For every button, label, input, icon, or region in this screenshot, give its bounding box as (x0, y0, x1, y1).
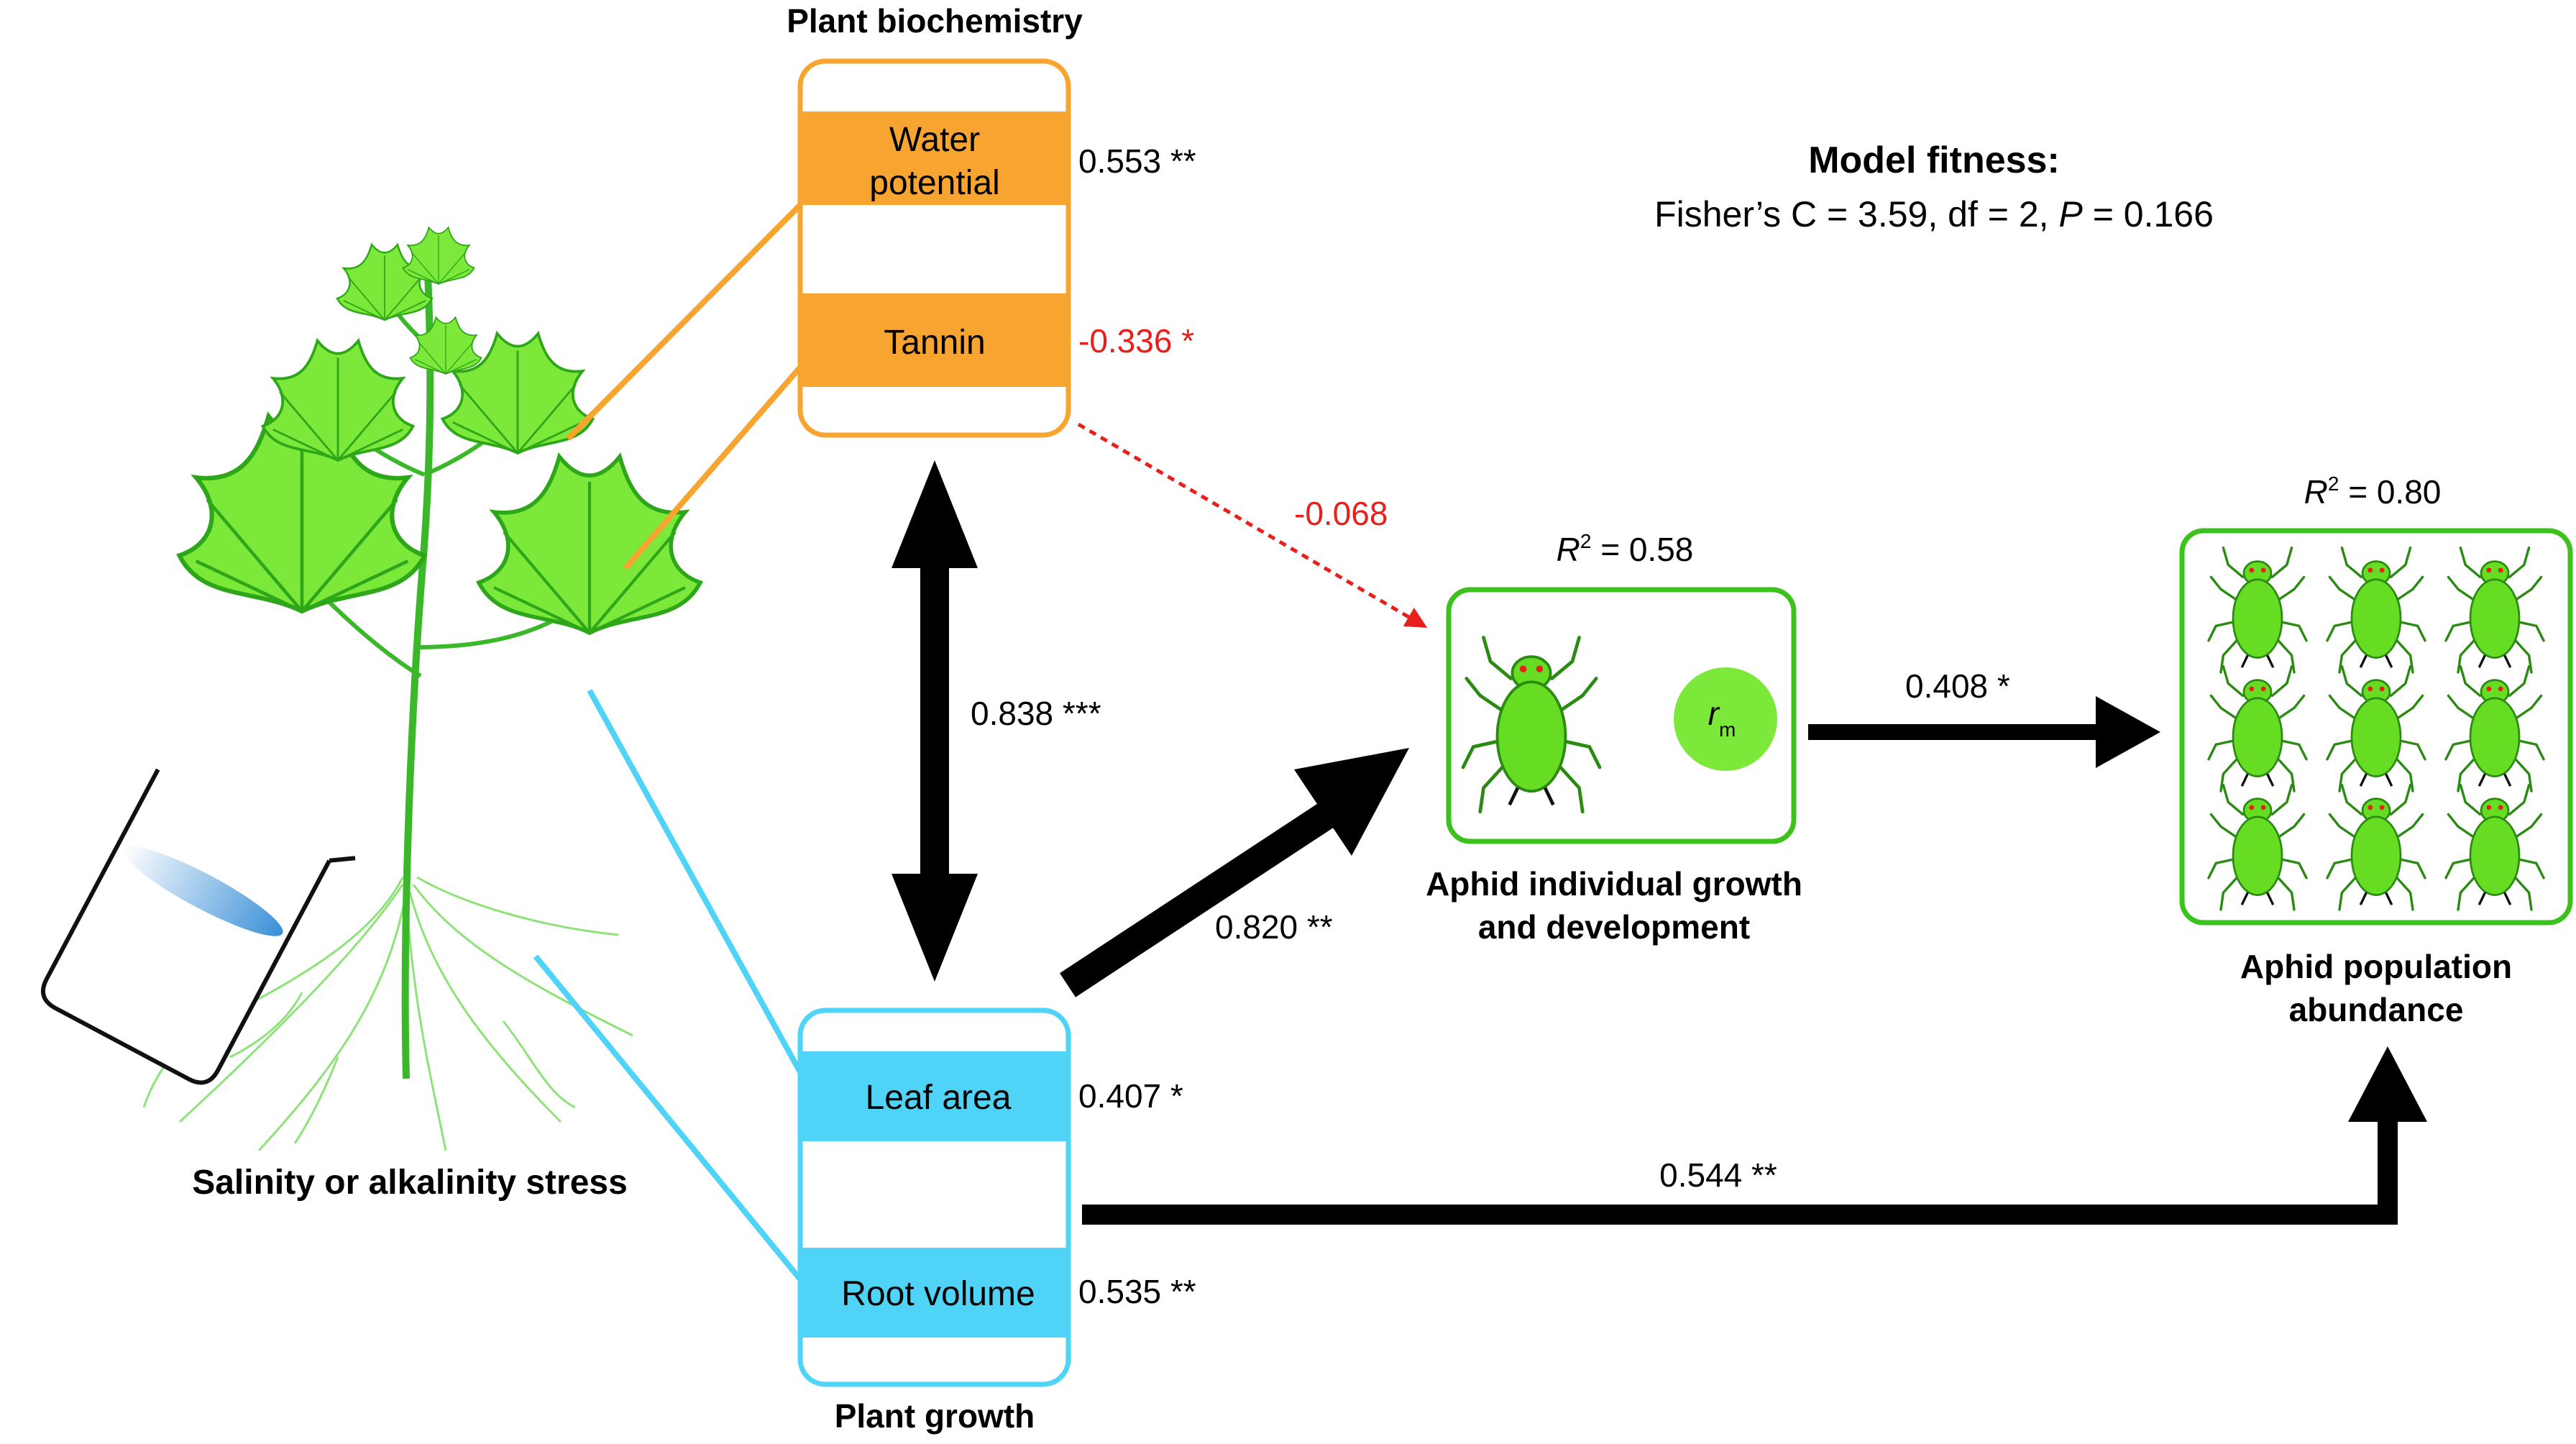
biochemistry-title: Plant biochemistry (787, 2, 1083, 40)
path-label-biochem-growth: 0.838 *** (971, 695, 1101, 732)
leaf-large-right (479, 457, 700, 633)
water-potential-label-1: Water (889, 121, 980, 159)
path-label-growth-individual: 0.820 ** (1215, 908, 1333, 946)
leaf-top-small (409, 316, 482, 375)
model-fitness-title: Model fitness: (1808, 140, 2060, 181)
water-potential-value: 0.553 ** (1078, 142, 1196, 180)
stress-label: Salinity or alkalinity stress (192, 1164, 628, 1202)
plant-illustration (40, 227, 700, 1152)
leaf-mid-left (261, 339, 415, 462)
leaf-area-label: Leaf area (866, 1079, 1012, 1117)
individual-title-1: Aphid individual growth (1426, 865, 1802, 902)
biochemistry-box (797, 58, 1071, 438)
beaker-icon (40, 768, 356, 1085)
aphid-population-grid (2207, 546, 2545, 911)
leaf-top (402, 227, 475, 285)
model-fitness-stats: Fisher’s C = 3.59, df = 2, P = 0.166 (1654, 194, 2214, 234)
leaf-area-band (800, 1051, 1068, 1141)
growth-title: Plant growth (835, 1397, 1035, 1435)
tannin-band (800, 293, 1068, 387)
water-potential-label-2: potential (869, 164, 999, 202)
growth-box (797, 1007, 1071, 1387)
connector-biochem-top (566, 199, 806, 441)
arrow-growth-individual (1060, 748, 1409, 997)
path-label-individual-population: 0.408 * (1905, 667, 2010, 705)
individual-r2: R2 = 0.58 (1557, 530, 1694, 568)
rm-circle (1674, 667, 1777, 771)
arrow-tannin-individual (1077, 422, 1428, 629)
path-label-growth-population: 0.544 ** (1659, 1156, 1777, 1194)
root-volume-label: Root volume (841, 1275, 1035, 1313)
double-arrow-biochem-growth (891, 460, 978, 982)
connector-biochem-bottom (623, 361, 807, 570)
population-r2: R2 = 0.80 (2304, 472, 2442, 511)
leaf-area-value: 0.407 * (1078, 1077, 1183, 1115)
root-volume-band (800, 1248, 1068, 1338)
connector-growth-bottom (533, 954, 807, 1286)
tannin-label: Tannin (884, 324, 985, 362)
root-volume-value: 0.535 ** (1078, 1273, 1196, 1310)
path-label-tannin-individual: -0.068 (1294, 495, 1388, 532)
water-potential-band (800, 111, 1068, 205)
rm-label: rm (1708, 695, 1736, 741)
population-title-1: Aphid population (2240, 948, 2512, 985)
tannin-value: -0.336 * (1078, 322, 1194, 360)
population-title-2: abundance (2289, 991, 2464, 1028)
arrow-individual-population (1808, 696, 2160, 768)
individual-title-2: and development (1478, 908, 1750, 946)
plant-stem (401, 273, 434, 1079)
arrow-growth-population (1082, 1046, 2427, 1225)
connector-growth-top (587, 689, 807, 1080)
